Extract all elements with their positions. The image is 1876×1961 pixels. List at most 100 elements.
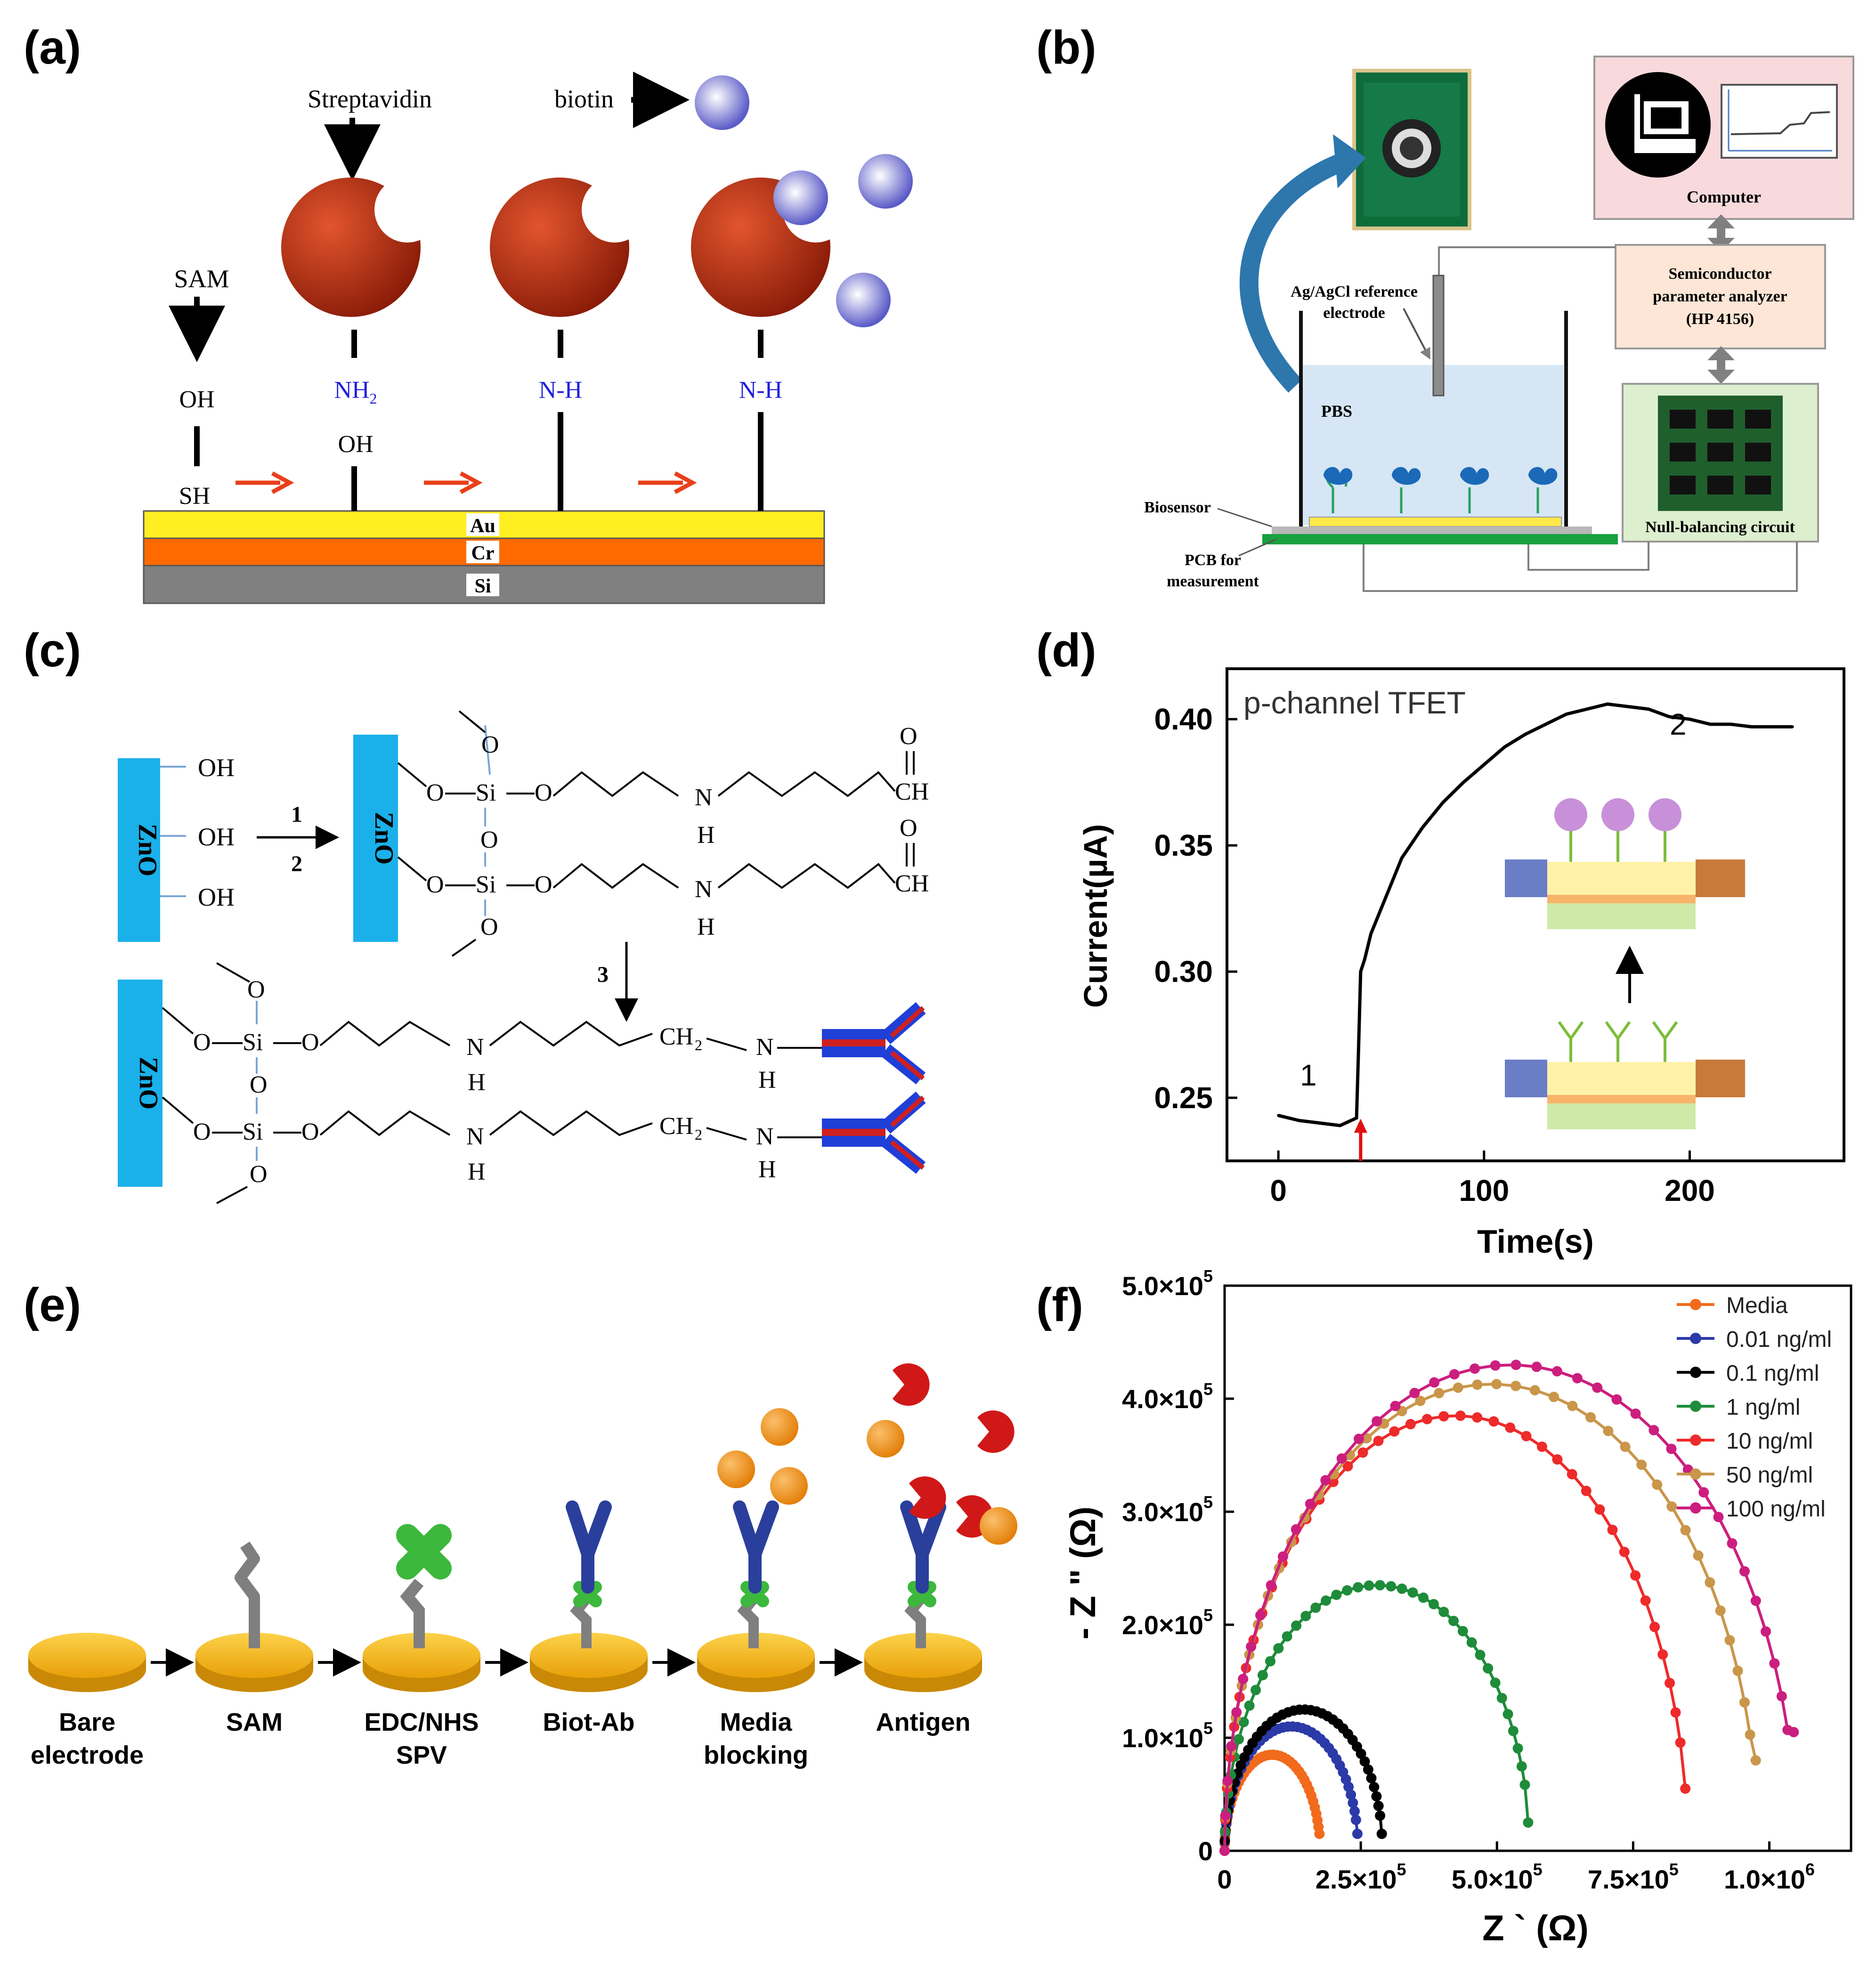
current-data-point <box>1606 703 1609 706</box>
nyquist-point <box>1548 1392 1559 1402</box>
wire-pcb-1 <box>1363 542 1798 592</box>
nyquist-point <box>1346 1789 1356 1800</box>
legend-swatch-marker <box>1690 1434 1701 1446</box>
current-data-point <box>1709 722 1712 726</box>
nyquist-point <box>1389 1426 1400 1437</box>
svg-text:Si: Si <box>243 1118 263 1145</box>
marker-label-2: 2 <box>1670 707 1687 741</box>
nyquist-point <box>1649 1425 1659 1435</box>
nyquist-point <box>1244 1700 1255 1711</box>
nyquist-point <box>1529 1385 1540 1395</box>
y-tick-label-d: 0.30 <box>1154 955 1213 989</box>
step-arrow-3 <box>638 471 697 494</box>
sam-linker-icon <box>235 1541 260 1648</box>
panel-d-letter: (d) <box>1036 624 1096 677</box>
step-label-line1: Antigen <box>876 1708 971 1736</box>
panel-a: (a) Au Cr Si SAM OH SH Streptavidin <box>24 21 913 604</box>
electrode-top <box>530 1633 648 1678</box>
y-tick-label-d: 0.25 <box>1154 1081 1213 1115</box>
nyquist-point <box>1750 1755 1761 1766</box>
legend-swatch-marker <box>1690 1401 1701 1412</box>
nyquist-point <box>1222 1775 1233 1786</box>
nyquist-point <box>1675 1737 1686 1748</box>
nyquist-point <box>1266 1580 1276 1591</box>
current-data-point <box>1359 970 1362 973</box>
x-tick-label-d: 100 <box>1459 1174 1509 1207</box>
svg-text:Si: Si <box>243 1029 263 1056</box>
electrode-top <box>363 1633 480 1678</box>
legend-label: 100 ng/ml <box>1726 1497 1826 1522</box>
nyquist-point <box>1620 1442 1631 1452</box>
nyquist-point <box>1761 1626 1771 1637</box>
nyquist-point <box>1519 1779 1530 1790</box>
x-tick-mantissa: 2.5×10 <box>1316 1864 1397 1894</box>
current-data-point <box>1339 1124 1342 1127</box>
biosensor-substrate <box>1272 527 1592 534</box>
computer-icon <box>1605 72 1711 178</box>
nyquist-point <box>1483 1663 1494 1674</box>
svg-text:O: O <box>481 731 499 758</box>
current-data-point <box>1791 725 1794 729</box>
y-tick-exponent: 5 <box>1203 1605 1213 1625</box>
current-data-point <box>1421 826 1424 829</box>
nyquist-point <box>1516 1761 1527 1772</box>
y-tick-mantissa: 5.0×10 <box>1122 1271 1203 1301</box>
x-tick-label-f: 1.0×106 <box>1724 1860 1815 1894</box>
nyquist-point <box>1567 1401 1578 1411</box>
series-6 <box>1219 1360 1799 1856</box>
svg-text:O: O <box>193 1029 211 1056</box>
nyquist-point <box>1536 1441 1547 1452</box>
x-tick-label-d: 0 <box>1270 1174 1287 1207</box>
svg-text:O: O <box>480 914 498 940</box>
x-tick-exponent: 5 <box>1397 1860 1406 1879</box>
nyquist-point <box>1369 1782 1380 1792</box>
nyquist-point <box>1305 1499 1316 1509</box>
nyquist-point <box>1490 1360 1501 1371</box>
nyquist-point <box>1496 1693 1507 1703</box>
y-tick-label-f: 5.0×105 <box>1122 1266 1213 1301</box>
nyquist-point <box>1455 1410 1466 1421</box>
y-axis-label-f: - Z " (Ω) <box>1063 1507 1103 1640</box>
y-tick-label-f: 3.0×105 <box>1122 1492 1213 1527</box>
nyquist-point <box>1523 1817 1534 1828</box>
nyquist-point <box>1572 1373 1583 1384</box>
nyquist-point <box>1405 1419 1416 1430</box>
svg-text:Si: Si <box>476 871 496 898</box>
current-data-point <box>1544 722 1547 726</box>
nyquist-point <box>1320 1475 1331 1486</box>
pbs-label: PBS <box>1321 402 1352 421</box>
nyquist-point <box>1300 1611 1311 1621</box>
current-data-point <box>1565 713 1568 716</box>
panel-a-letter: (a) <box>24 21 81 74</box>
nyquist-point <box>1466 1637 1477 1648</box>
link-arrow-analyzer-circuit <box>1707 346 1735 384</box>
nyquist-point <box>1472 1412 1483 1423</box>
nyquist-point <box>1342 1461 1353 1472</box>
nyquist-point <box>1594 1504 1605 1515</box>
step-label-line1: EDC/NHS <box>364 1708 479 1736</box>
nyquist-point <box>1374 1580 1385 1591</box>
zno-label-2: ZnO <box>369 812 398 865</box>
current-data-point <box>1369 932 1372 935</box>
nyquist-point <box>1739 1697 1750 1708</box>
nyquist-point <box>1354 1434 1364 1444</box>
si-label: Si <box>474 575 491 597</box>
current-data-point <box>1318 1121 1321 1125</box>
oh-label-1: OH <box>179 386 214 413</box>
streptavidin-label: Streptavidin <box>308 85 432 113</box>
nyquist-point <box>1348 1798 1358 1808</box>
nyquist-point <box>1592 1382 1603 1393</box>
nyquist-point <box>1512 1743 1523 1754</box>
nyquist-point <box>1488 1416 1499 1427</box>
current-data-point <box>1462 781 1465 784</box>
nyquist-point <box>1603 1426 1614 1436</box>
nh2-label: NH2 <box>334 377 377 407</box>
y-tick-mantissa: 4.0×10 <box>1122 1384 1203 1414</box>
x-tick-label-f: 7.5×105 <box>1588 1860 1679 1894</box>
svg-text:H: H <box>758 1067 776 1094</box>
y-tick-label-f: 4.0×105 <box>1122 1379 1213 1414</box>
legend-swatch-marker <box>1690 1299 1701 1310</box>
